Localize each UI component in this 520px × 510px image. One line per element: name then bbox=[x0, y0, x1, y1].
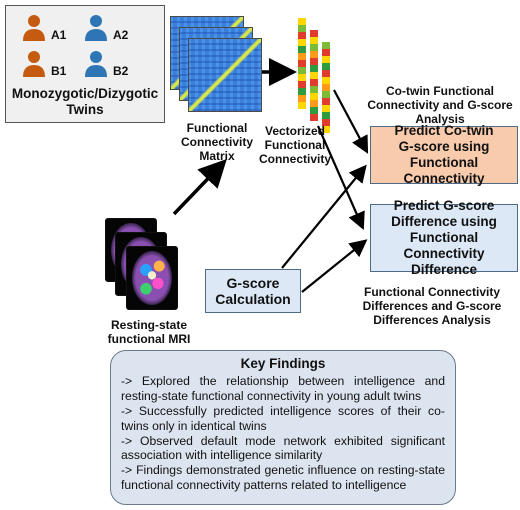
person-icon-a1 bbox=[23, 15, 45, 41]
twin-label-b1: B1 bbox=[51, 64, 67, 78]
mri-slice-front bbox=[126, 246, 178, 310]
vector-bar-3 bbox=[322, 42, 330, 133]
mri-label: Resting-state functional MRI bbox=[107, 318, 191, 346]
finding-item: -> Explored the relationship between int… bbox=[121, 373, 445, 403]
finding-item: -> Findings demonstrated genetic influen… bbox=[121, 463, 445, 493]
finding-item: -> Observed default mode network exhibit… bbox=[121, 433, 445, 463]
key-findings-panel: Key Findings -> Explored the relationshi… bbox=[110, 350, 456, 505]
predict-difference-box: Predict G-score Difference using Functio… bbox=[370, 198, 518, 277]
arrow-gscore-to-cotwin bbox=[281, 164, 367, 269]
key-findings-title: Key Findings bbox=[240, 356, 326, 371]
arrow-vector-to-cotwin bbox=[333, 89, 369, 154]
gscore-calculation-box: G-score Calculation bbox=[205, 269, 301, 313]
predict-cotwin-box: Predict Co-twin G-score using Functional… bbox=[370, 123, 518, 186]
vector-bar-2 bbox=[310, 30, 318, 121]
arrow-gscore-to-difference bbox=[301, 239, 368, 293]
twin-label-b2: B2 bbox=[113, 64, 129, 78]
cotwin-analysis-label: Co-twin Functional Connectivity and G-sc… bbox=[367, 84, 513, 126]
person-icon-a2 bbox=[85, 15, 107, 41]
arrow-vector-to-difference bbox=[316, 125, 365, 231]
person-icon-b1 bbox=[23, 51, 45, 77]
person-icon-b2 bbox=[85, 51, 107, 77]
twins-panel: A1 A2 B1 B2 Monozygotic/Dizygotic Twins bbox=[5, 5, 165, 123]
arrow-mri-to-matrix bbox=[172, 158, 227, 216]
vectorized-label: Vectorized Functional Connectivity bbox=[258, 124, 331, 166]
difference-analysis-label: Functional Connectivity Differences and … bbox=[362, 285, 502, 327]
vector-bar-1 bbox=[298, 18, 306, 109]
twins-title: Monozygotic/Dizygotic Twins bbox=[11, 86, 159, 117]
twin-label-a1: A1 bbox=[51, 28, 67, 42]
finding-item: -> Successfully predicted intelligence s… bbox=[121, 403, 445, 433]
twin-label-a2: A2 bbox=[113, 28, 129, 42]
